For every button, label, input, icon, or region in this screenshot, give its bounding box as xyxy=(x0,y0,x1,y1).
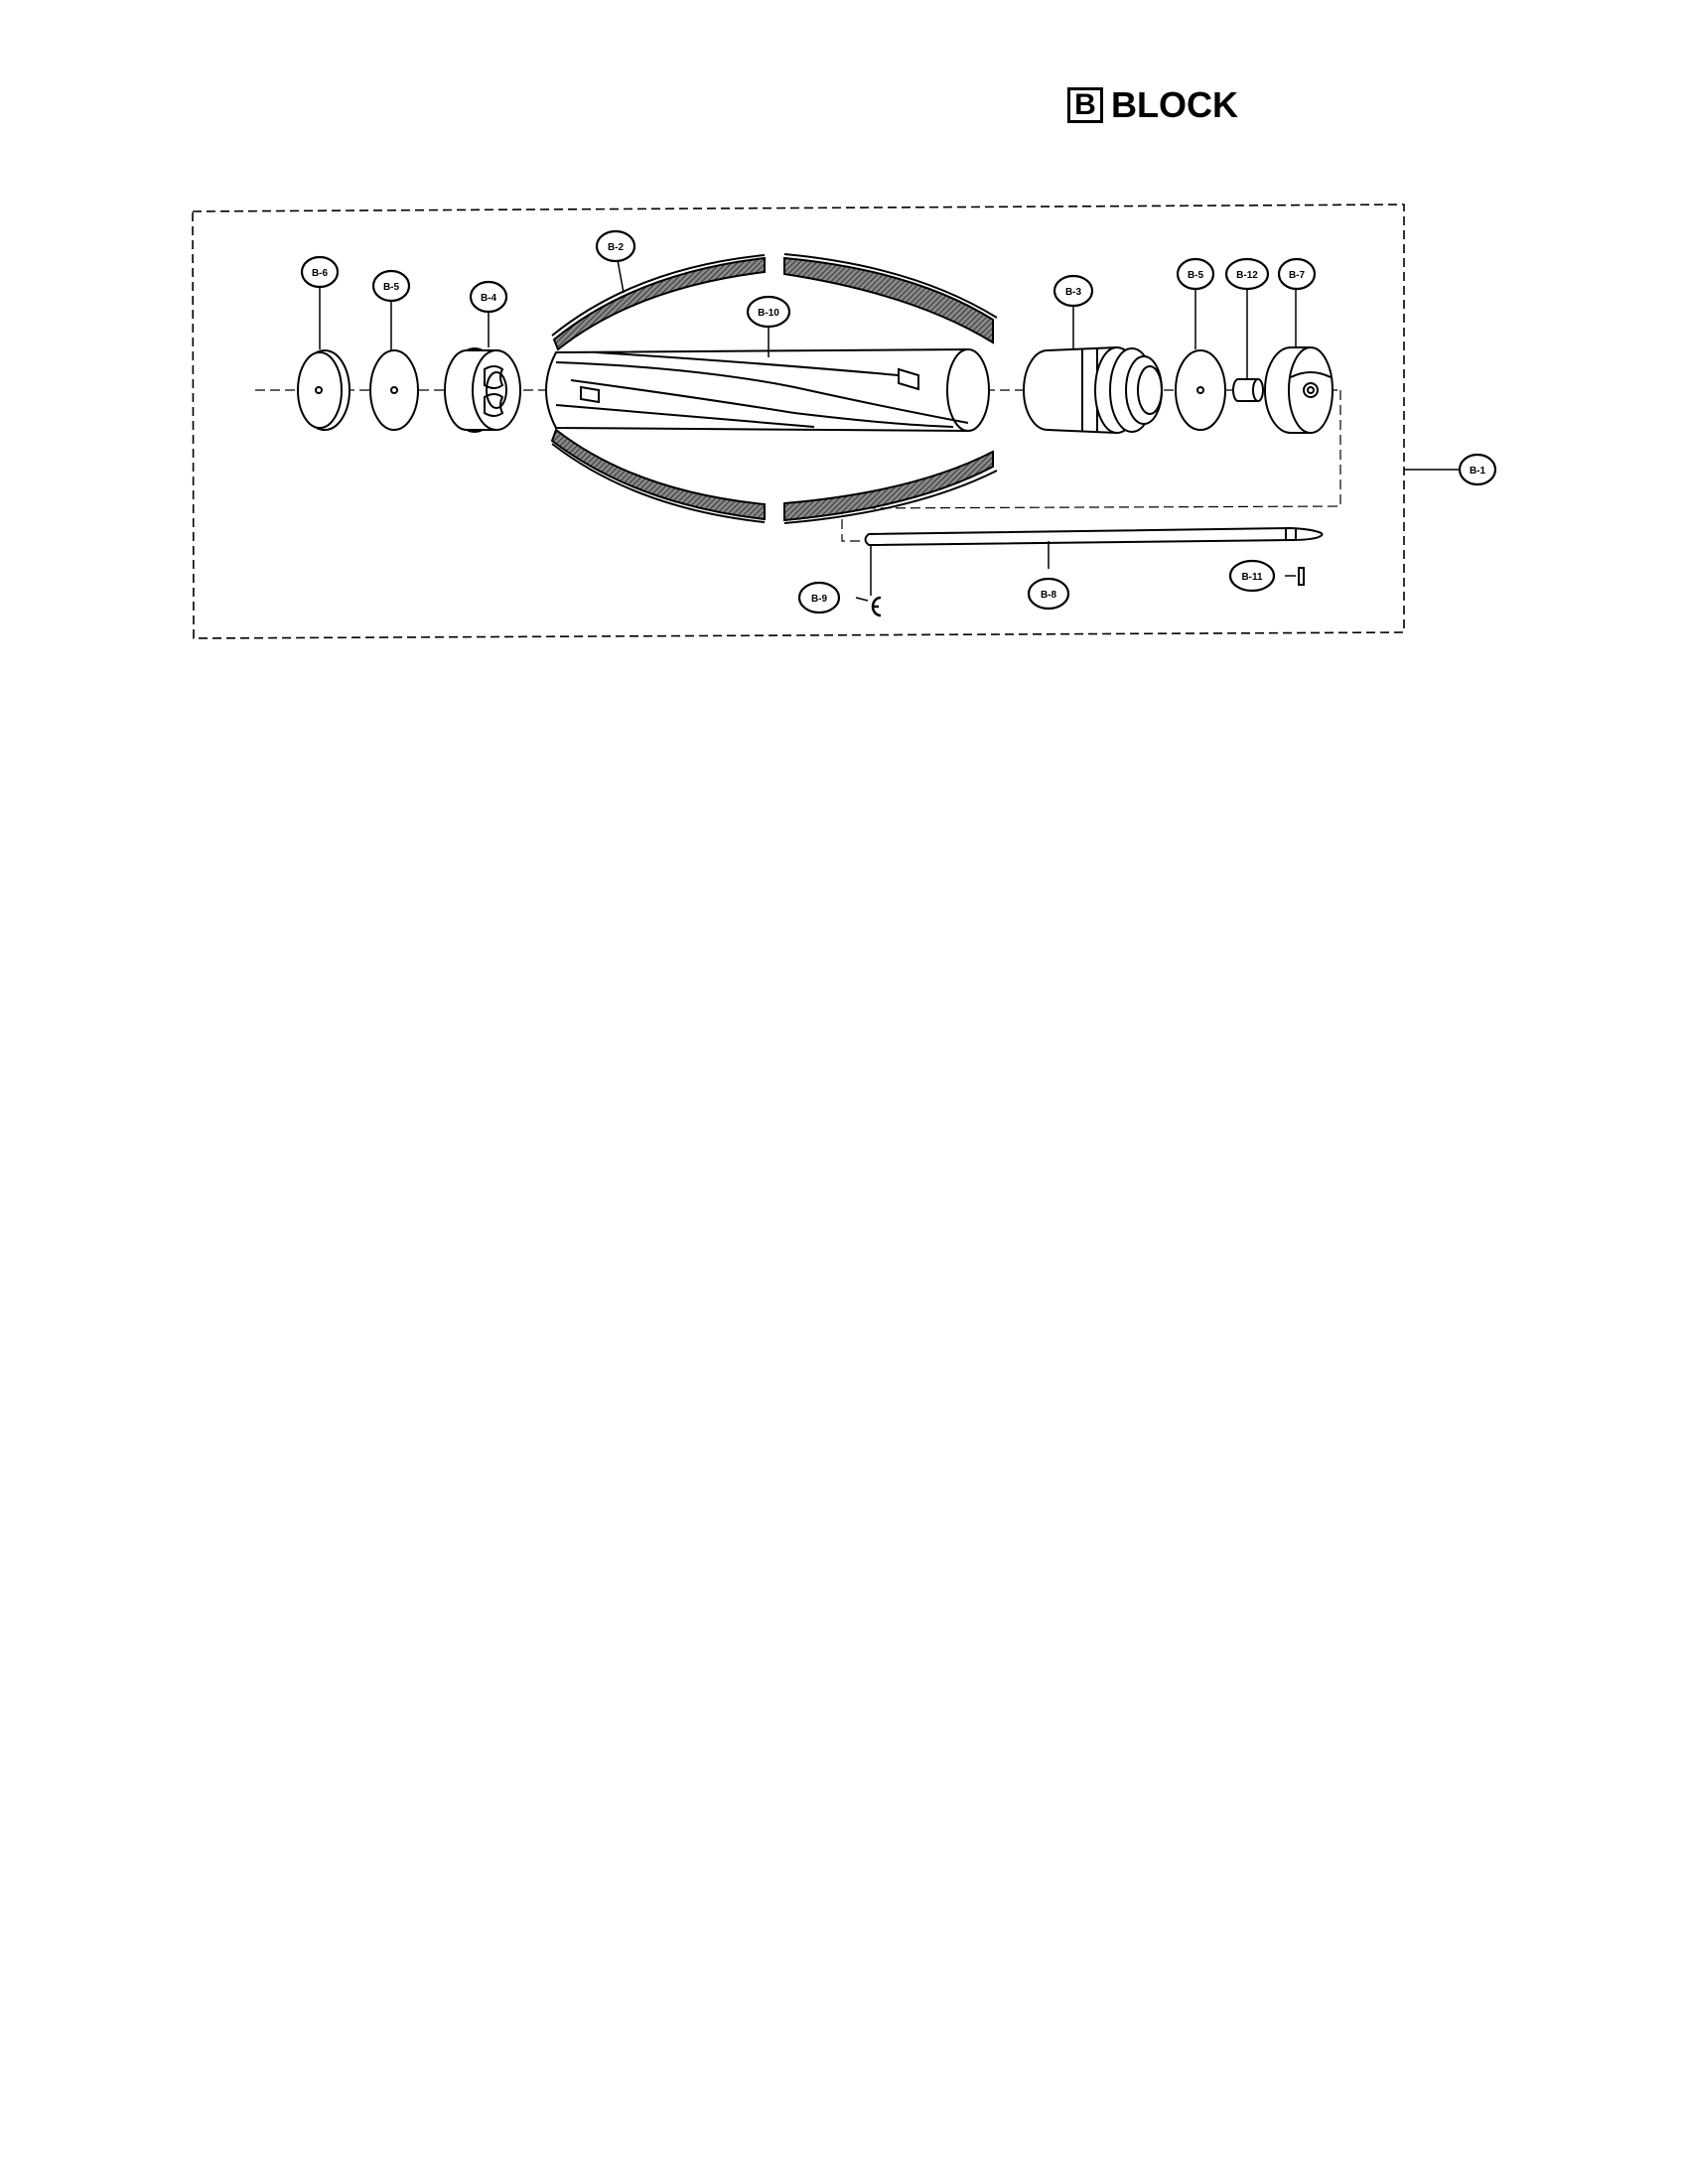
washer-b5-left xyxy=(369,349,419,431)
svg-text:B-7: B-7 xyxy=(1289,270,1306,281)
svg-text:B-12: B-12 xyxy=(1236,270,1258,281)
svg-text:B-5: B-5 xyxy=(1188,270,1204,281)
callout-b10: B-10 xyxy=(746,295,791,329)
svg-text:B-3: B-3 xyxy=(1065,287,1082,298)
svg-text:B-11: B-11 xyxy=(1241,572,1263,583)
bearing-hub-b4 xyxy=(444,347,521,433)
callout-b5-right: B-5 xyxy=(1176,257,1215,291)
bearing-assembly-b3 xyxy=(1023,346,1163,434)
svg-text:B-8: B-8 xyxy=(1041,590,1057,601)
callout-b3: B-3 xyxy=(1052,274,1094,308)
bushing-b12 xyxy=(1232,378,1264,402)
leader-lines xyxy=(319,259,1464,602)
callout-b6: B-6 xyxy=(300,255,340,289)
callout-b11: B-11 xyxy=(1228,559,1276,593)
svg-text:B-5: B-5 xyxy=(383,282,400,293)
axle-shaft-b8 xyxy=(864,526,1324,547)
callout-b8: B-8 xyxy=(1027,577,1070,611)
svg-text:B-10: B-10 xyxy=(758,308,779,319)
block-title-text: BLOCK xyxy=(1111,84,1238,125)
roller-cover-b2 xyxy=(550,253,998,524)
end-cap-b7 xyxy=(1264,346,1333,434)
callout-b7: B-7 xyxy=(1277,257,1317,291)
svg-text:B-4: B-4 xyxy=(481,293,497,304)
end-cap-disc-b6 xyxy=(297,349,351,431)
callout-b12: B-12 xyxy=(1224,257,1270,291)
svg-text:B-1: B-1 xyxy=(1470,466,1486,477)
brush-roll-b10 xyxy=(545,347,990,433)
washer-b5-right xyxy=(1175,349,1226,431)
pin-b11 xyxy=(1298,567,1305,586)
callout-b5-left: B-5 xyxy=(371,269,411,303)
svg-text:B-9: B-9 xyxy=(811,594,828,605)
e-ring-b9 xyxy=(871,596,882,617)
callout-b4: B-4 xyxy=(469,280,508,314)
block-title: B BLOCK xyxy=(1067,83,1238,127)
assembly-boundary xyxy=(192,204,1405,639)
svg-text:B-2: B-2 xyxy=(608,242,625,253)
callout-b9: B-9 xyxy=(797,581,841,614)
callout-b2: B-2 xyxy=(595,229,636,263)
svg-text:B-6: B-6 xyxy=(312,268,329,279)
callout-b1: B-1 xyxy=(1458,453,1497,486)
block-letter-box: B xyxy=(1067,87,1103,123)
